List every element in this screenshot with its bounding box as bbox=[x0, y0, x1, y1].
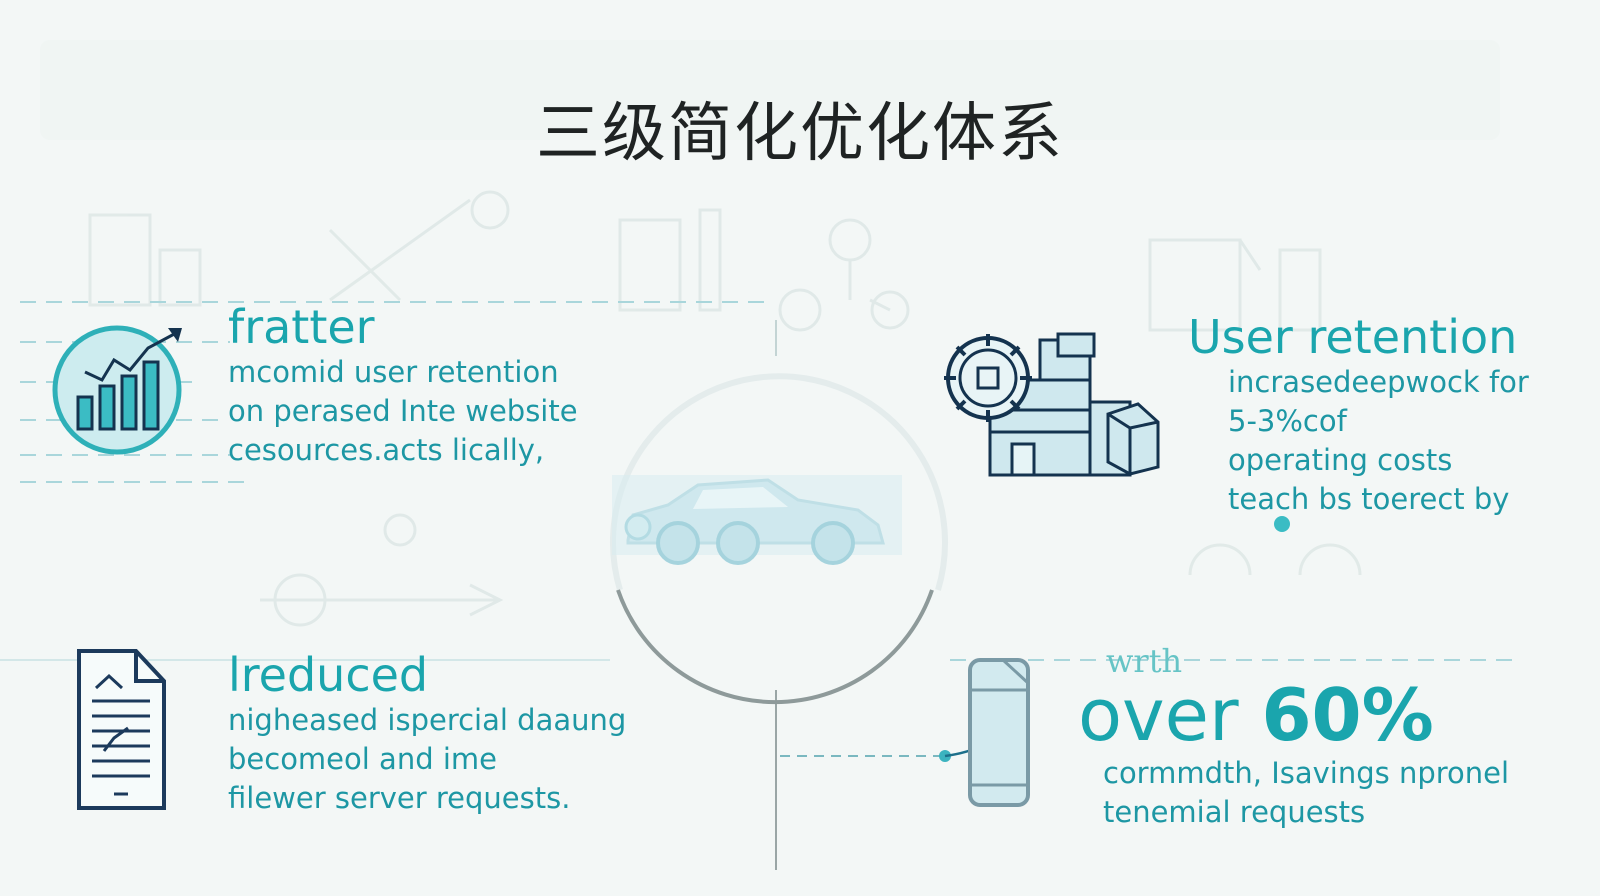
top-right-line-3: operating costs bbox=[1228, 442, 1453, 477]
page-title: 三级简化优化体系 bbox=[536, 97, 1064, 171]
top-left-panel: fratter mcomid user retention on perased… bbox=[228, 302, 578, 470]
top-right-line-2: 5-3%cof bbox=[1228, 403, 1347, 438]
top-left-line-3: cesources.acts lically, bbox=[228, 432, 545, 467]
bottom-right-heading: over 60% bbox=[1078, 676, 1509, 754]
top-right-heading: User retention bbox=[1188, 310, 1518, 364]
top-left-line-1: mcomid user retention bbox=[228, 354, 559, 389]
bottom-right-line-2: tenemial requests bbox=[1103, 795, 1366, 829]
factory-gear-icon bbox=[944, 332, 1160, 477]
top-right-line-1: incrasedeepwock for bbox=[1228, 364, 1529, 399]
bottom-right-panel: wrth over 60% cormmdth, Isavings npronel… bbox=[1078, 642, 1510, 832]
bottom-left-line-3: filewer server requests. bbox=[228, 780, 571, 815]
bottom-right-line-1: cormmdth, Isavings npronel bbox=[1103, 756, 1510, 790]
bottom-right-prefix: wrth bbox=[1106, 642, 1183, 680]
top-left-heading: fratter bbox=[228, 300, 375, 354]
top-right-line-4: teach bs toerect by bbox=[1228, 481, 1510, 516]
bottom-right-heading-start: over bbox=[1078, 673, 1239, 757]
top-right-panel: User retention incrasedeepwock for 5-3%c… bbox=[1188, 312, 1529, 519]
bottom-left-line-2: becomeol and ime bbox=[228, 741, 497, 776]
phone-icon bbox=[968, 658, 1030, 807]
document-icon bbox=[77, 649, 166, 810]
bottom-left-panel: lreduced nigheased ispercial daaung beco… bbox=[228, 650, 626, 818]
growth-chart-icon bbox=[52, 325, 182, 455]
car-icon bbox=[612, 475, 902, 565]
bottom-right-heading-value: 60% bbox=[1261, 673, 1434, 757]
bottom-left-line-1: nigheased ispercial daaung bbox=[228, 702, 627, 737]
top-left-line-2: on perased Inte website bbox=[228, 393, 578, 428]
bottom-left-heading: lreduced bbox=[228, 648, 429, 702]
